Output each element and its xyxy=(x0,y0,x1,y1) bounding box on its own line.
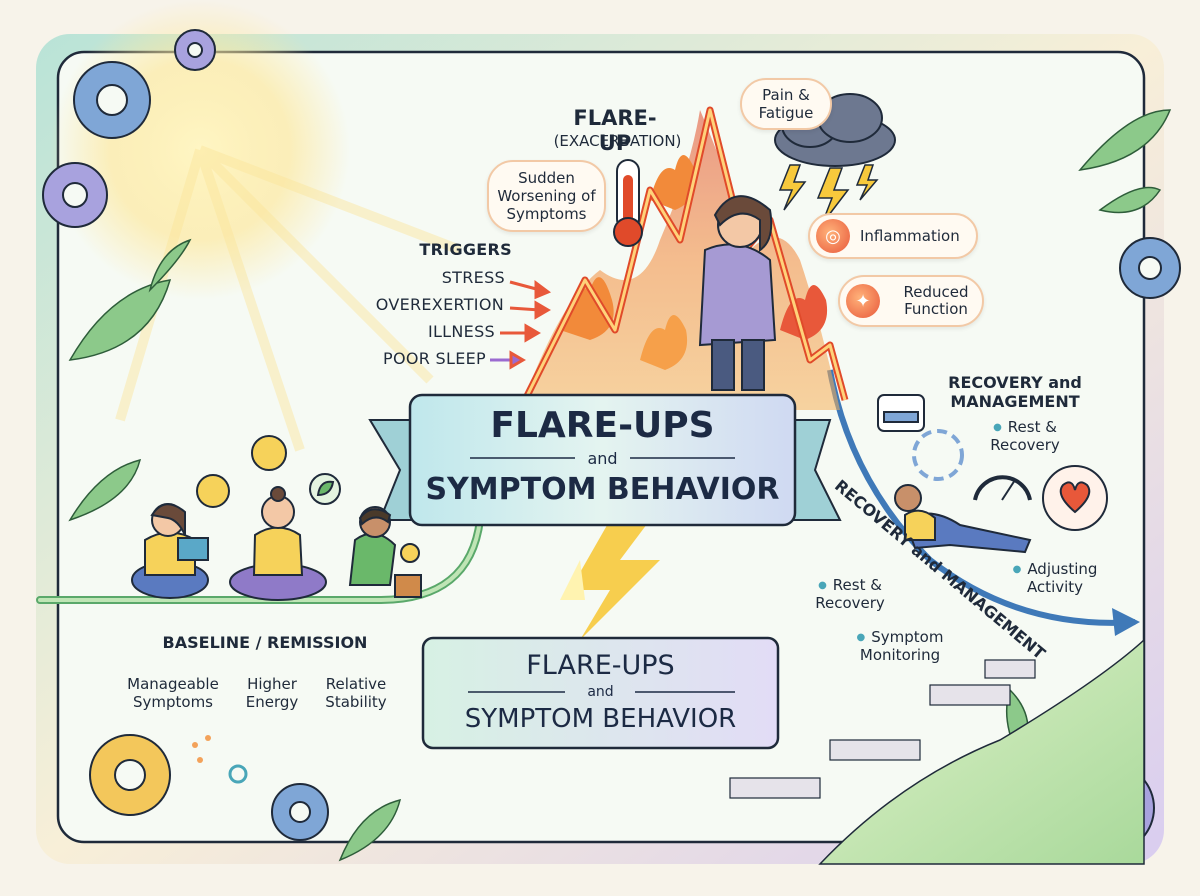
gauge-icon xyxy=(973,475,1032,501)
decor-dots xyxy=(192,735,211,763)
person-reading xyxy=(131,503,209,599)
banner-line3: SYMPTOM BEHAVIOR xyxy=(425,472,780,507)
recovery-curve xyxy=(827,369,1136,626)
joint-icon: ✦ xyxy=(846,284,880,318)
thermometer-icon xyxy=(613,159,643,247)
triggers-heading: TRIGGERS xyxy=(419,240,512,259)
person-in-pain xyxy=(698,195,777,391)
recovery-arrow xyxy=(1112,608,1140,636)
hill xyxy=(818,638,1145,865)
person-resting xyxy=(894,484,1032,554)
trigger-item: POOR SLEEP xyxy=(383,349,486,368)
trigger-item: ILLNESS xyxy=(427,322,495,341)
gear-icon xyxy=(1119,237,1181,299)
recovery-item: Symptom Monitoring xyxy=(845,628,955,664)
baseline-item: Relative Stability xyxy=(325,675,387,711)
lightning-icon xyxy=(560,520,660,640)
leaf-icon xyxy=(309,473,341,505)
recovery-item: Adjusting Activity xyxy=(1005,560,1105,596)
inflammation-icon: ◎ xyxy=(816,219,850,253)
leaf-icon xyxy=(68,109,1172,862)
recovery-item: Rest & Recovery xyxy=(800,576,900,612)
box-line2: and xyxy=(587,684,614,700)
main-banner xyxy=(368,393,842,527)
trigger-arrows xyxy=(490,280,551,370)
gear-icon xyxy=(174,29,216,71)
inflammation-pill: ◎ Inflammation xyxy=(808,213,978,259)
gear-icon xyxy=(73,61,151,139)
gear-icon xyxy=(42,162,108,228)
flare-subtitle: (EXACERBATION) xyxy=(553,132,682,150)
cycle-icon xyxy=(912,429,964,481)
person-gardening xyxy=(348,506,422,598)
box-line3: SYMPTOM BEHAVIOR xyxy=(464,704,737,734)
baseline-item: Higher Energy xyxy=(245,675,299,711)
recovery-heading: RECOVERY and MANAGEMENT xyxy=(948,373,1082,412)
flare-title: FLARE-UP xyxy=(573,106,657,156)
gear-icon xyxy=(89,734,171,816)
heart-hand-icon xyxy=(1042,465,1108,531)
banner-line2: and xyxy=(587,449,618,468)
title-box xyxy=(421,636,780,750)
pain-fatigue-bubble: Pain & Fatigue xyxy=(740,78,832,130)
smiley-icon xyxy=(196,435,287,508)
baseline-item: Manageable Symptoms xyxy=(127,675,219,711)
triggers-list: TRIGGERS STRESS OVEREXERTION ILLNESS POO… xyxy=(350,240,512,380)
lightning-icon xyxy=(778,164,879,225)
decor-ring xyxy=(228,764,248,784)
steps xyxy=(729,659,1036,799)
bed-icon xyxy=(877,394,925,432)
baseline-heading: BASELINE / REMISSION xyxy=(162,633,368,652)
gear-icon xyxy=(271,783,329,841)
recovery-item: Rest & Recovery xyxy=(970,418,1080,454)
reduced-function-pill: ✦ Reduced Function xyxy=(838,275,984,327)
box-line1: FLARE-UPS xyxy=(526,650,675,681)
trigger-item: OVEREXERTION xyxy=(375,295,504,314)
banner-line1: FLARE-UPS xyxy=(490,405,715,446)
sudden-worsening-bubble: Sudden Worsening of Symptoms xyxy=(487,160,606,232)
trigger-item: STRESS xyxy=(441,268,505,287)
person-meditating xyxy=(229,486,327,601)
